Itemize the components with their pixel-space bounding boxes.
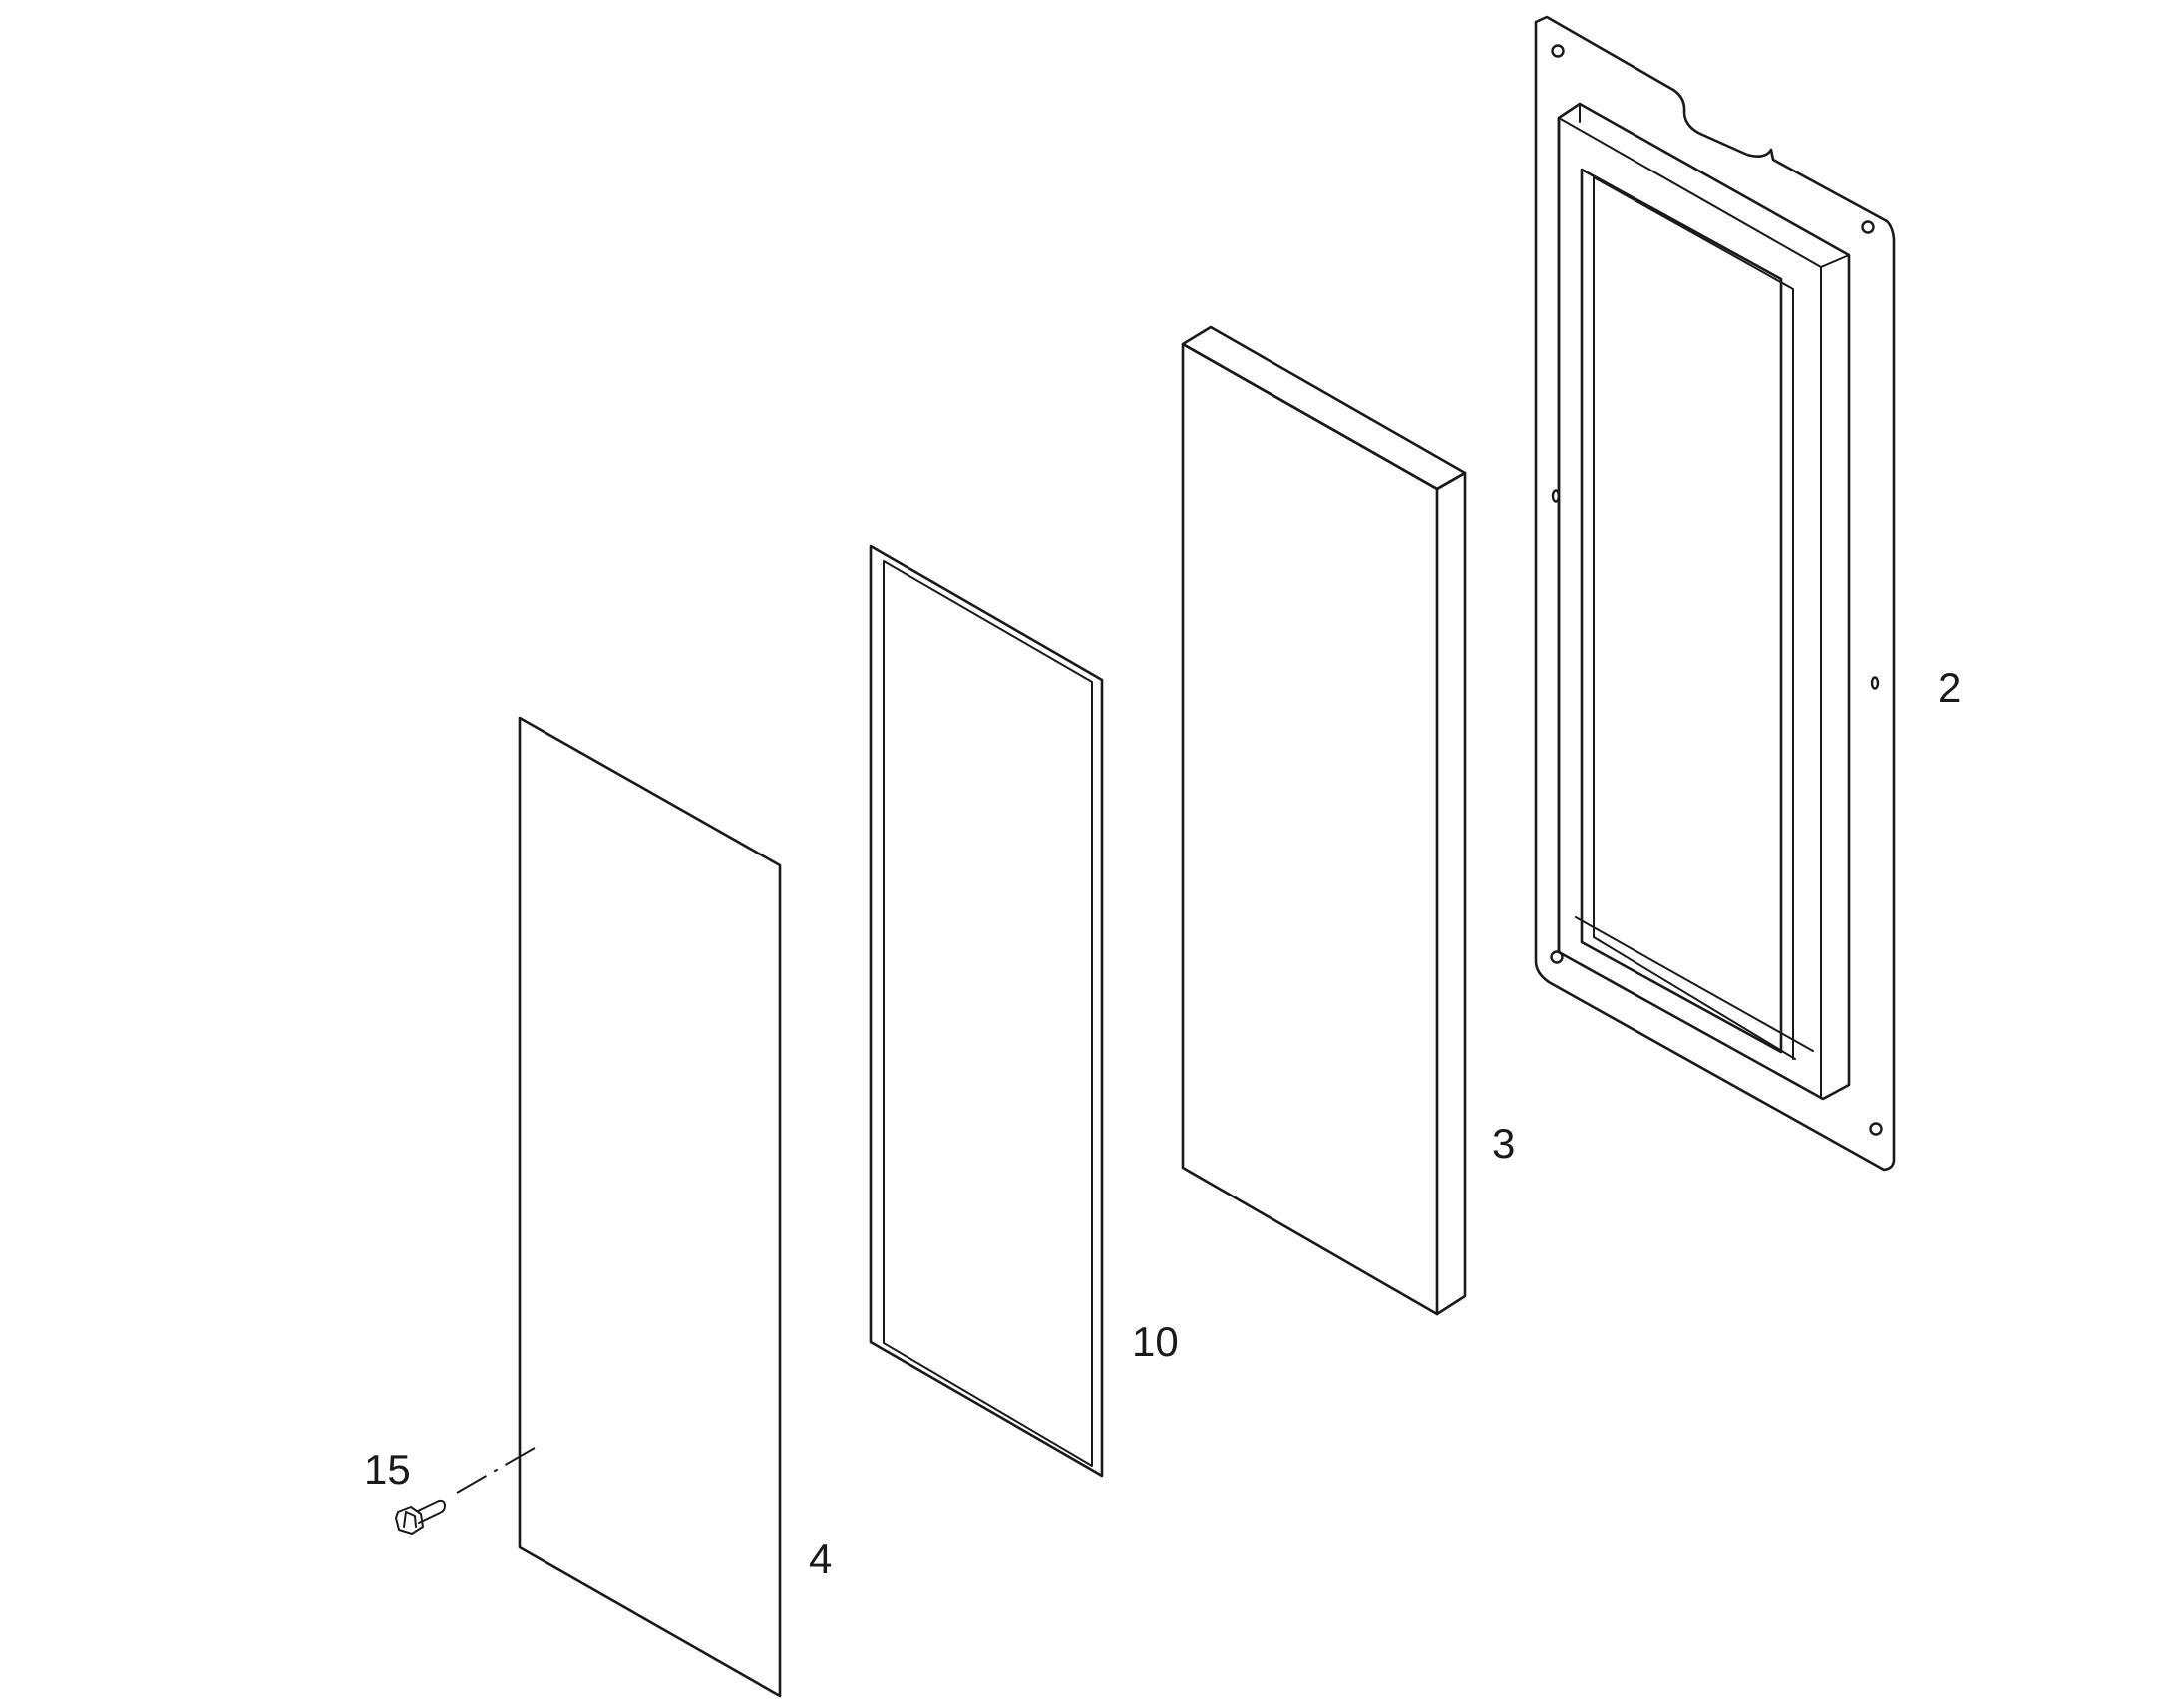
callout-3: 3 xyxy=(1492,1120,1515,1167)
bolt-part xyxy=(395,1447,536,1535)
callout-15: 15 xyxy=(364,1446,411,1493)
filter-block-part xyxy=(1181,325,1467,1316)
callout-10: 10 xyxy=(1132,1318,1179,1365)
mounting-frame-part xyxy=(1534,15,1896,1172)
gasket-part xyxy=(869,544,1104,1478)
callout-4: 4 xyxy=(809,1536,832,1582)
callout-2: 2 xyxy=(1938,664,1961,711)
cover-panel-part xyxy=(518,716,782,1698)
